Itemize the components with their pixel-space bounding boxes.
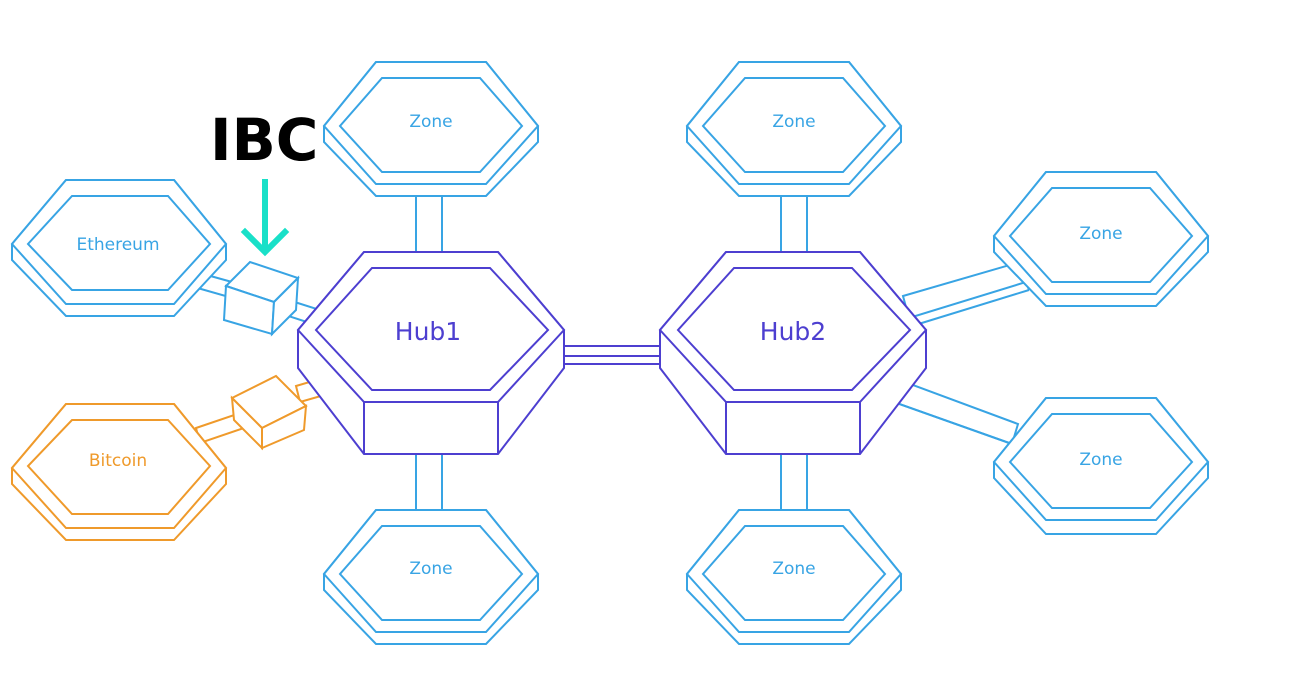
link-hub2-zone-right-upper xyxy=(901,260,1030,327)
down-arrow-icon xyxy=(240,179,290,257)
link-hub1-hub2 xyxy=(557,345,669,365)
hub-label: Hub1 xyxy=(395,317,461,346)
hub2-hex: Hub2 xyxy=(658,251,928,455)
bitcoin-hex: Bitcoin xyxy=(10,403,228,541)
peg-zone-cube-icon xyxy=(230,374,308,451)
zone-hex-hub1-top: Zone xyxy=(322,61,540,197)
ibc-title: IBC xyxy=(210,106,318,174)
hub-label: Hub2 xyxy=(760,317,826,346)
zone-hex-hub2-right-upper: Zone xyxy=(992,171,1210,307)
hub1-hex: Hub1 xyxy=(296,251,566,455)
zone-hex-hub2-bottom: Zone xyxy=(685,509,903,645)
bitcoin-label: Bitcoin xyxy=(89,451,147,471)
zone-hex-hub1-bottom: Zone xyxy=(322,509,540,645)
zone-label: Zone xyxy=(772,559,815,579)
ethereum-label: Ethereum xyxy=(76,235,159,255)
zone-label: Zone xyxy=(1079,224,1122,244)
zone-label: Zone xyxy=(409,559,452,579)
zone-hex-hub2-top: Zone xyxy=(685,61,903,197)
peg-zone-cube-icon xyxy=(222,260,300,337)
zone-hex-hub2-right-lower: Zone xyxy=(992,397,1210,535)
zone-label: Zone xyxy=(1079,450,1122,470)
ethereum-hex: Ethereum xyxy=(10,179,228,317)
zone-label: Zone xyxy=(772,112,815,132)
zone-label: Zone xyxy=(409,112,452,132)
